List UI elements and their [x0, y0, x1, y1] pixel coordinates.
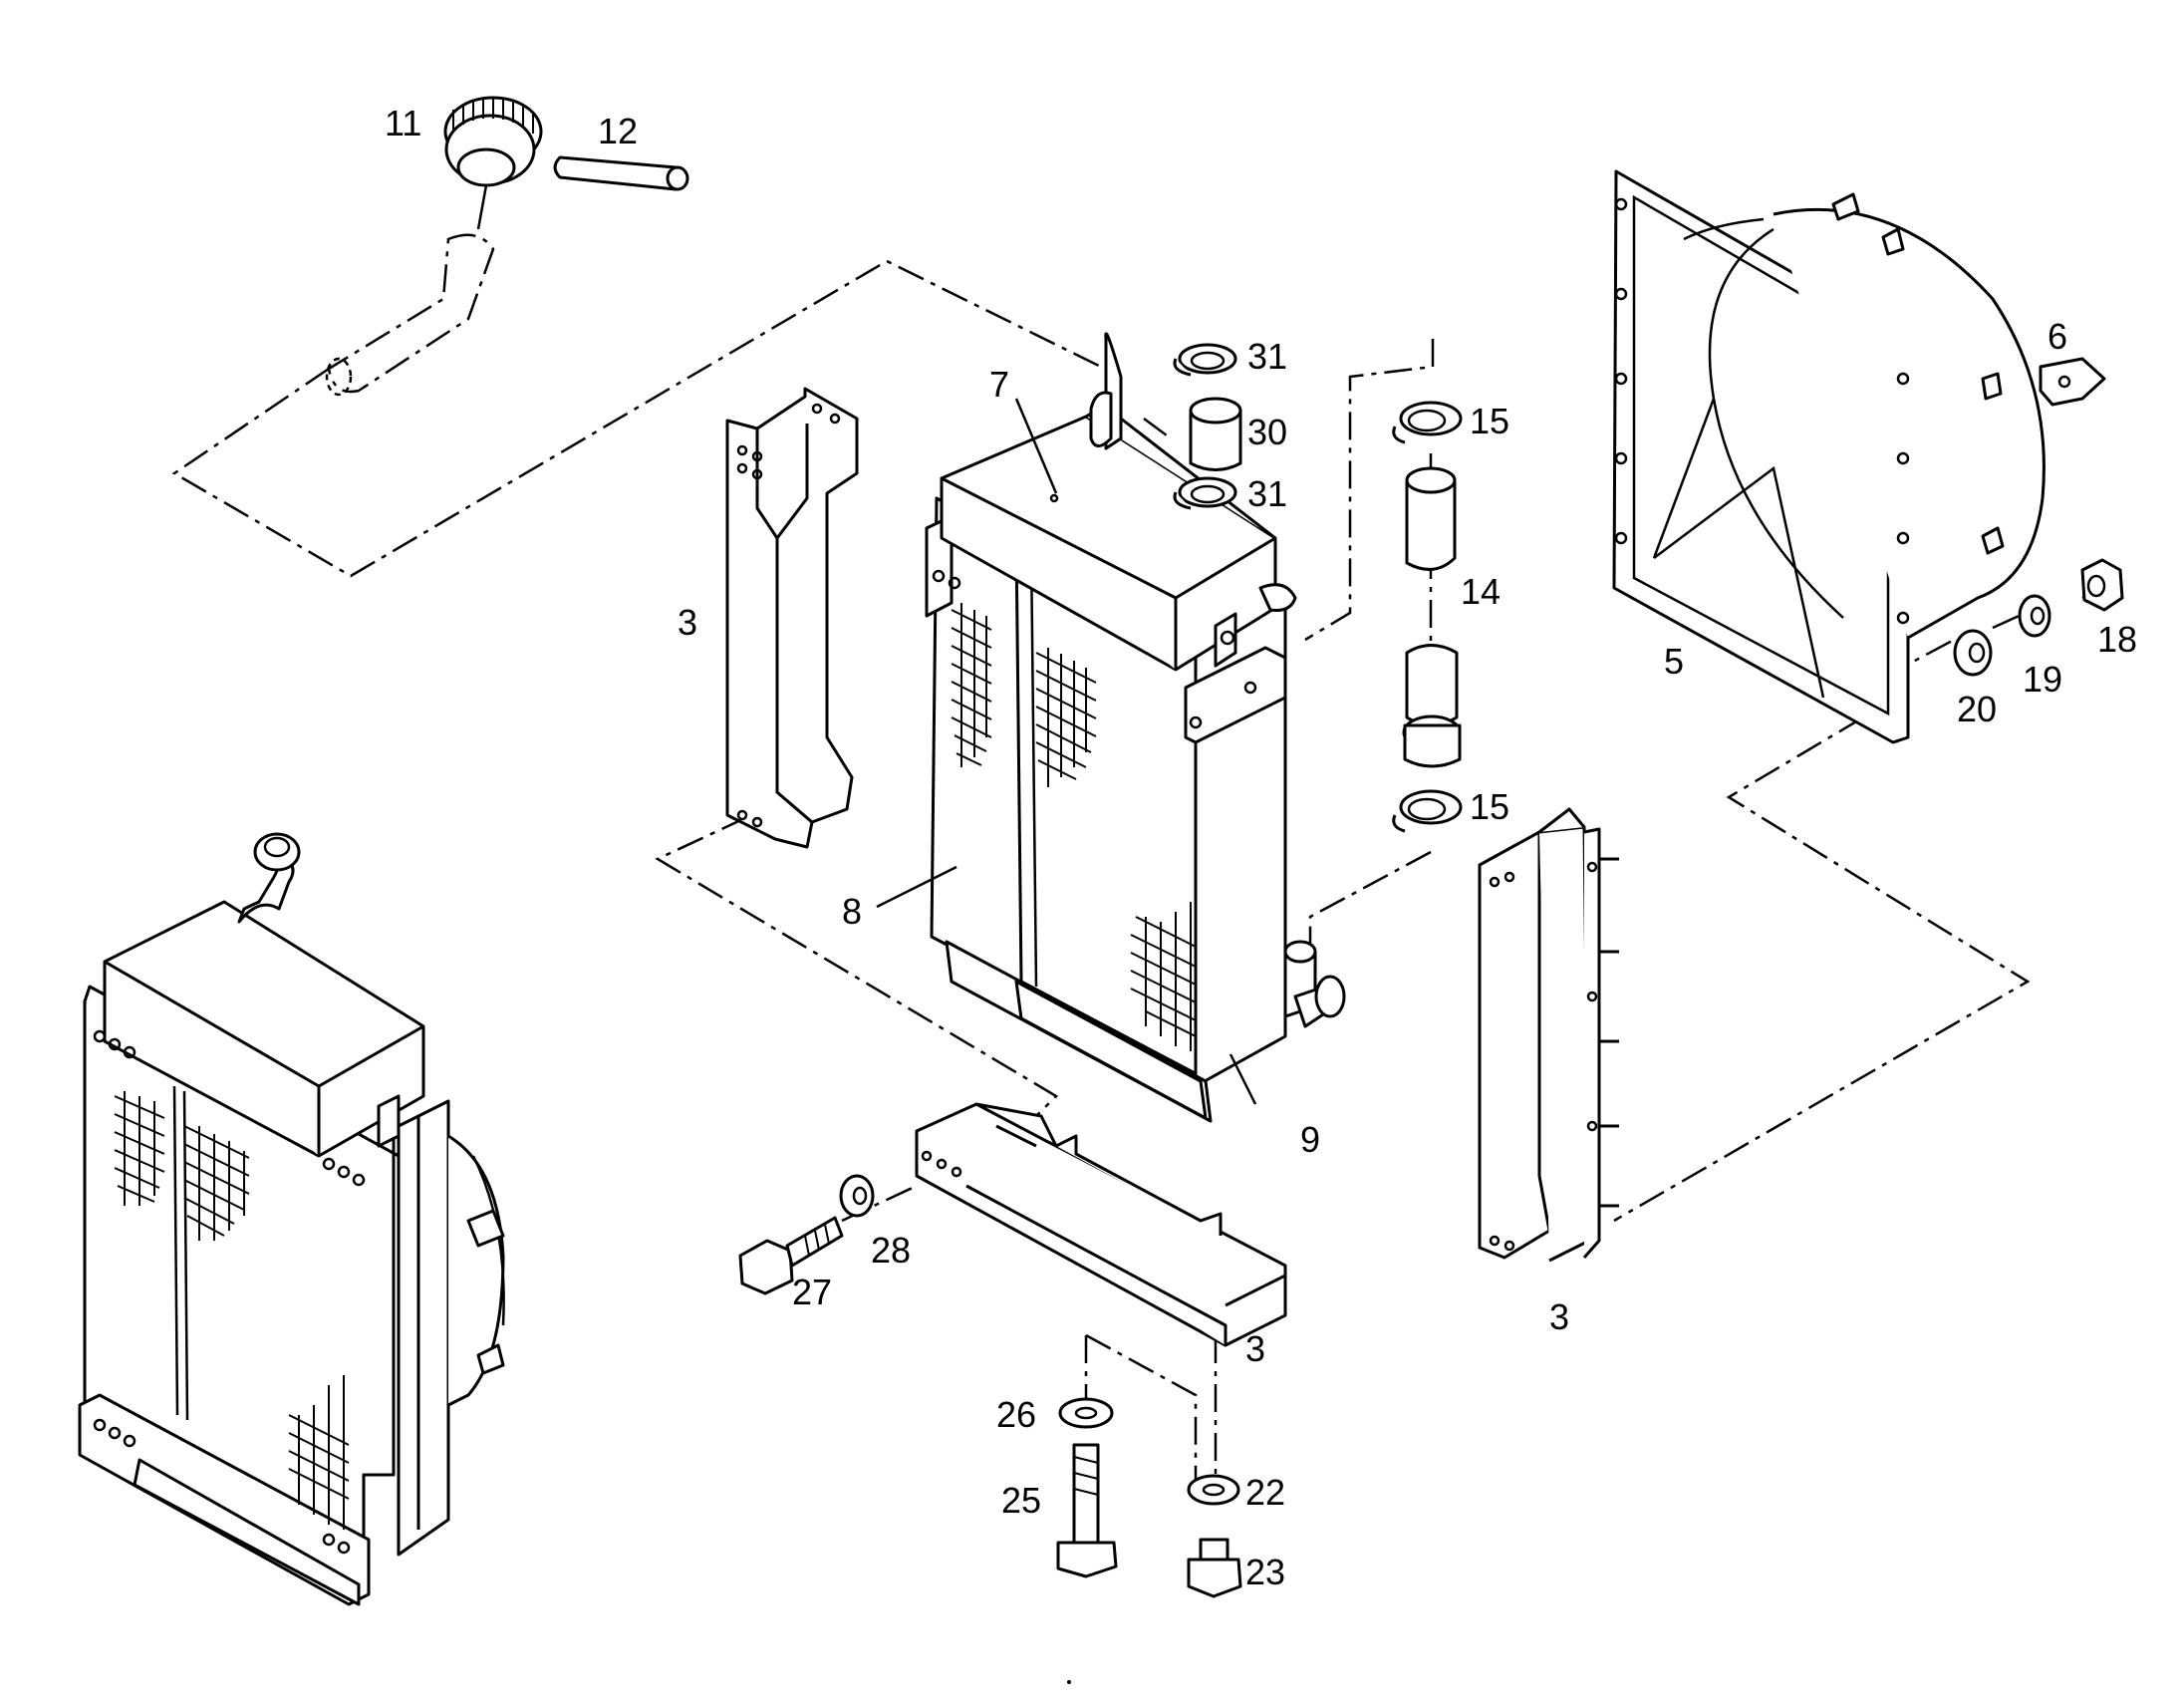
- callout-19: 19: [2023, 659, 2062, 700]
- outlet-pipe-9: [1283, 940, 1346, 1028]
- callout-25: 25: [1001, 1480, 1041, 1521]
- hose-14: [1402, 466, 1462, 768]
- assembly-lines: [171, 259, 2113, 1490]
- filler-hose: [325, 233, 495, 397]
- stray-dot: [1067, 1680, 1071, 1684]
- cooling-fins-bottom: [1130, 902, 1197, 1051]
- nut-18: [2080, 558, 2124, 612]
- fan-shroud-5: [1612, 169, 2046, 744]
- filler-cap-11: [443, 96, 543, 230]
- callout-31-top: 31: [1247, 336, 1287, 377]
- cooling-fins-top-right: [1035, 648, 1097, 787]
- bolt-27: [738, 1216, 844, 1295]
- callout-3-bottom: 3: [1245, 1328, 1265, 1369]
- leader-lines: [876, 398, 1257, 1105]
- callout-labels: 11 12 3 7 8 9 31 30 31 15 14 15 5 6 18 1…: [385, 103, 2137, 1592]
- clamp-31-top: [1173, 343, 1237, 377]
- callout-31-bottom: 31: [1247, 473, 1287, 514]
- assembled-fins-bottom: [288, 1375, 350, 1530]
- tube-12: [553, 155, 689, 191]
- callout-7: 7: [989, 364, 1009, 405]
- callout-26: 26: [996, 1394, 1036, 1435]
- assembled-fins-left: [114, 1091, 165, 1206]
- clip-6: [2039, 357, 2106, 407]
- assembled-fins-mid: [183, 1125, 250, 1241]
- callout-8: 8: [842, 891, 862, 932]
- callout-3-left: 3: [678, 602, 697, 643]
- callout-15-top: 15: [1470, 401, 1509, 441]
- clamp-15-bottom: [1392, 789, 1463, 833]
- callout-3-right: 3: [1549, 1296, 1569, 1337]
- callout-23: 23: [1245, 1552, 1285, 1592]
- top-tank-7: [940, 332, 1297, 672]
- callout-28: 28: [871, 1230, 911, 1271]
- side-bracket-right-3: [1478, 807, 1619, 1263]
- callout-18: 18: [2097, 619, 2137, 660]
- callout-12: 12: [598, 111, 638, 151]
- callout-11: 11: [385, 103, 421, 143]
- assembled-radiator-view: [78, 832, 505, 1606]
- cooling-fins-top-left: [951, 603, 992, 767]
- nut-23: [1187, 1538, 1242, 1598]
- bolt-25: [1056, 1443, 1118, 1578]
- washer-26: [1058, 1397, 1114, 1429]
- bottom-bracket-3: [915, 1102, 1287, 1347]
- callout-6: 6: [2048, 316, 2067, 357]
- callout-5: 5: [1664, 641, 1684, 682]
- side-bracket-left-3: [725, 387, 859, 849]
- lock-washer-19: [2018, 594, 2051, 638]
- clamp-31-bottom: [1173, 476, 1237, 510]
- callout-30: 30: [1247, 412, 1287, 452]
- clamp-15-top: [1392, 401, 1463, 444]
- callout-20: 20: [1957, 689, 1997, 729]
- callout-14: 14: [1461, 571, 1501, 612]
- washer-20: [1953, 629, 1993, 677]
- washer-22: [1187, 1474, 1240, 1506]
- sleeve-30: [1189, 397, 1242, 471]
- callout-15-bottom: 15: [1470, 786, 1509, 827]
- callout-9: 9: [1300, 1119, 1320, 1160]
- washer-28: [839, 1174, 875, 1218]
- callout-27: 27: [792, 1272, 832, 1312]
- callout-22: 22: [1245, 1472, 1285, 1513]
